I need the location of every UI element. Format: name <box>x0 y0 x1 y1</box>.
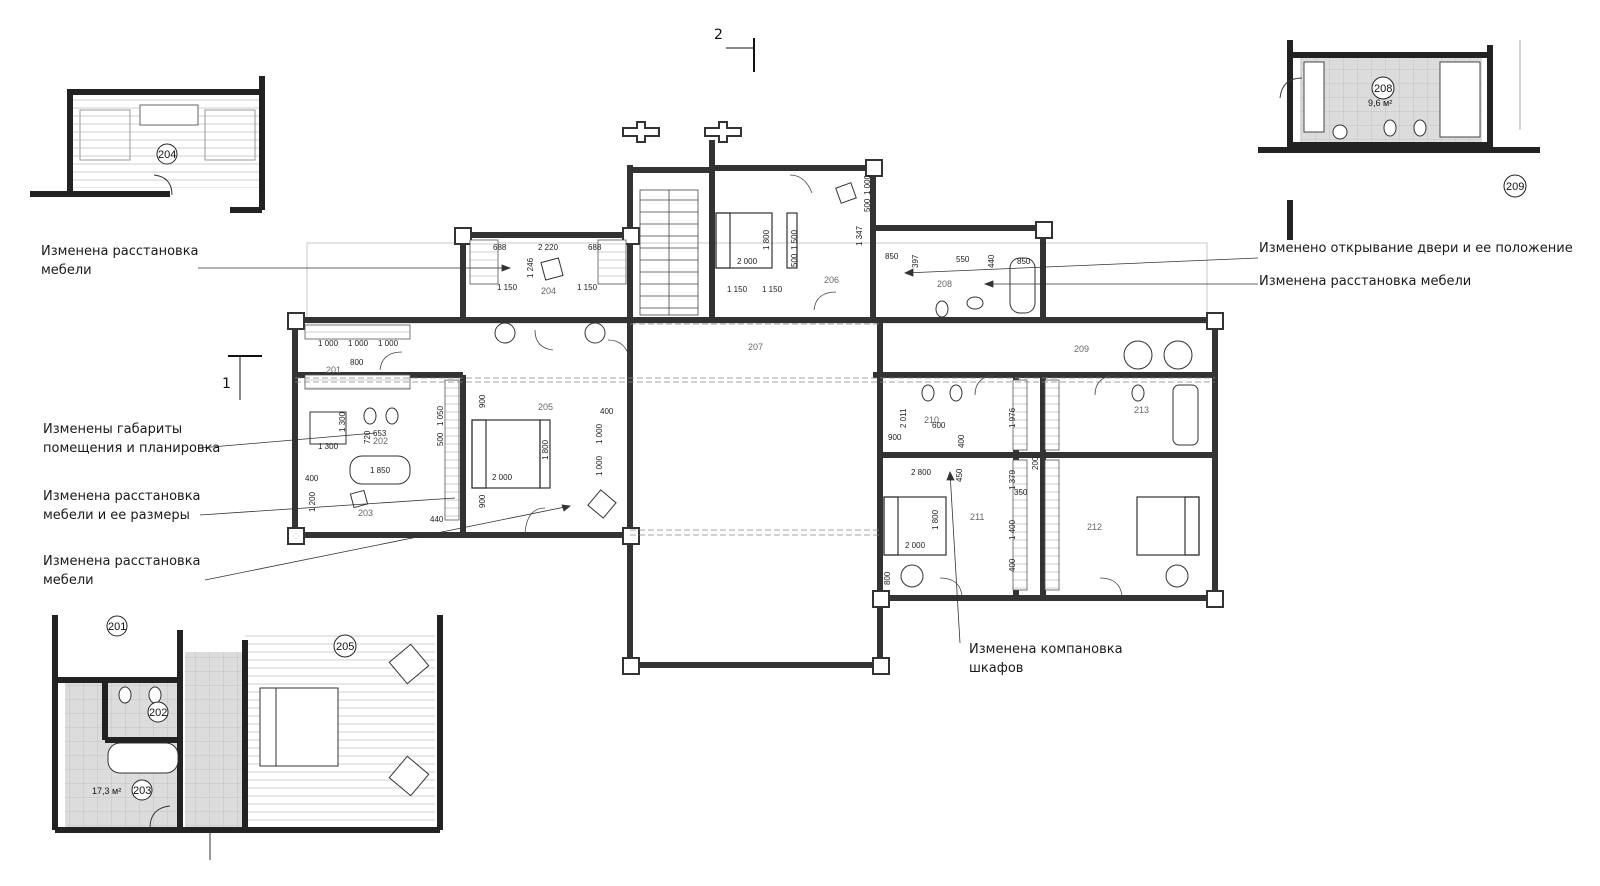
note-furniture-205: Изменена расстановка мебели <box>43 554 201 588</box>
note-wardrobes-211: Изменена компановка шкафов <box>969 642 1123 676</box>
section-mark-1: 1 <box>222 376 231 392</box>
inset-208 <box>1258 40 1540 240</box>
inset-204 <box>30 76 265 213</box>
section-mark-2: 2 <box>714 27 723 43</box>
note-furniture-206: Изменена расстановка мебели <box>1259 274 1472 289</box>
note-door-208: Изменено открывание двери и ее положение <box>1259 241 1573 256</box>
section-marks <box>228 38 755 400</box>
note-room-dims-201: Изменены габариты помещения и планировка <box>43 422 221 456</box>
inset-201-205 <box>52 615 443 860</box>
note-furniture-size-203: Изменена расстановка мебели и ее размеры <box>43 489 201 523</box>
main-plan <box>287 121 1224 675</box>
note-furniture-204: Изменена расстановка мебели <box>41 244 199 278</box>
leader-lines <box>198 257 1259 644</box>
